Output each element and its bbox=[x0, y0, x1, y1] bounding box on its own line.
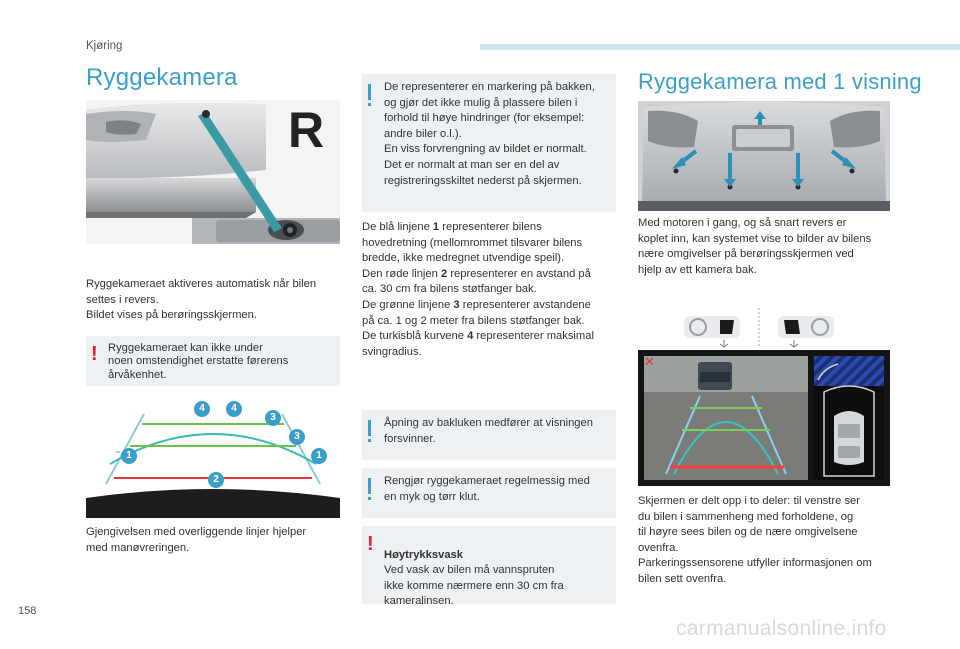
screen-description: Skjermen er delt opp i to deler: til ven… bbox=[638, 495, 872, 585]
header-bar bbox=[480, 44, 960, 50]
diagram-label-4-left: 4 bbox=[194, 398, 210, 417]
info-note-text: De representerer en markering på bakken,… bbox=[384, 81, 595, 187]
system-description: Med motoren i gang, og så snart revers e… bbox=[638, 217, 872, 276]
rear-camera-photo bbox=[86, 100, 340, 250]
warning-text: Ryggekameraet kan ikke under noen omsten… bbox=[108, 342, 289, 381]
view-mode-icons bbox=[684, 308, 834, 348]
page-number: 158 bbox=[18, 605, 37, 617]
close-icon[interactable]: ✕ bbox=[644, 354, 655, 369]
guideline-explanation: De blå linjene 1 representerer bilens ho… bbox=[362, 221, 594, 358]
info-note-tailgate: Åpning av bakluken medfører at visningen… bbox=[362, 410, 616, 460]
watermark: carmanualsonline.info bbox=[676, 617, 887, 640]
warning-attention-box: ! Ryggekameraet kan ikke under noen omst… bbox=[86, 336, 340, 386]
diagram-label-1-left: 1 bbox=[121, 445, 137, 464]
warning-title: Høytrykksvask bbox=[384, 548, 463, 561]
reverse-gear-letter: R bbox=[288, 102, 325, 158]
warning-icon: ! bbox=[91, 343, 98, 365]
info-icon bbox=[368, 420, 371, 442]
info-note-text: Åpning av bakluken medfører at visningen… bbox=[384, 417, 593, 445]
info-icon bbox=[368, 478, 371, 500]
diagram-label-3-upper: 3 bbox=[265, 407, 281, 426]
section-title: Ryggekamera med 1 visning bbox=[638, 69, 922, 94]
info-note-markings: De representerer en markering på bakken,… bbox=[362, 74, 616, 212]
diagram-label-1-right: 1 bbox=[311, 445, 327, 464]
car-rear-sensors-photo bbox=[638, 101, 890, 211]
info-icon bbox=[368, 84, 371, 106]
activation-paragraph: Ryggekameraet aktiveres automatisk når b… bbox=[86, 278, 317, 322]
section-label: Kjøring bbox=[86, 40, 123, 52]
page-title: Ryggekamera bbox=[86, 64, 238, 91]
warning-pressure-wash: ! Høytrykksvask Ved vask av bilen må van… bbox=[362, 526, 616, 607]
warning-icon: ! bbox=[367, 533, 374, 555]
info-note-cleaning: Rengjør ryggekameraet regelmessig med en… bbox=[362, 468, 616, 518]
diagram-caption: Gjengivelsen med overliggende linjer hje… bbox=[86, 526, 307, 554]
diagram-label-2: 2 bbox=[208, 469, 224, 488]
split-camera-screen: ✕ bbox=[638, 350, 890, 486]
diagram-label-4-right: 4 bbox=[226, 398, 242, 417]
warning-text: Ved vask av bilen må vannspruten ikke ko… bbox=[384, 564, 564, 608]
info-note-text: Rengjør ryggekameraet regelmessig med en… bbox=[384, 475, 590, 503]
diagram-label-3-lower: 3 bbox=[289, 426, 305, 445]
guideline-diagram: 1 1 2 3 3 4 4 bbox=[86, 394, 340, 518]
